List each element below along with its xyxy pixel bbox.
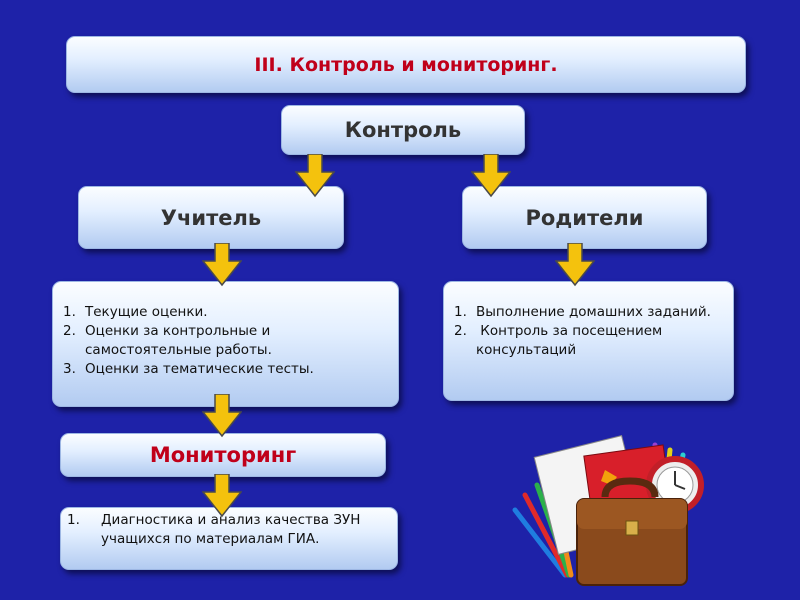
down-arrow-icon <box>202 394 242 438</box>
list-number: 3. <box>57 360 85 379</box>
list-number: 1. <box>448 303 476 322</box>
list-item-text: Оценки за тематические тесты. <box>85 360 390 379</box>
down-arrow-icon <box>555 243 595 287</box>
down-arrow-icon <box>202 474 242 518</box>
parents-list: 1. Выполнение домашних заданий. 2. Контр… <box>448 303 715 360</box>
list-item-text: Выполнение домашних заданий. <box>476 303 715 322</box>
control-label: Контроль <box>345 118 461 142</box>
parents-list-box: 1. Выполнение домашних заданий. 2. Контр… <box>443 281 734 401</box>
list-item: 1. Выполнение домашних заданий. <box>448 303 715 322</box>
list-number: 1. <box>57 303 85 322</box>
school-supplies-illustration <box>505 425 735 590</box>
monitoring-label: Мониторинг <box>150 443 296 467</box>
list-number: 2. <box>57 322 85 360</box>
monitoring-box: Мониторинг <box>60 433 386 477</box>
teacher-list-box: 1. Текущие оценки. 2. Оценки за контроль… <box>52 281 399 407</box>
teacher-label: Учитель <box>161 206 261 230</box>
page-title: III. Контроль и мониторинг. <box>254 54 557 76</box>
title-box: III. Контроль и мониторинг. <box>66 36 746 93</box>
list-item: 2. Оценки за контрольные и самостоятельн… <box>57 322 390 360</box>
list-item-text: Диагностика и анализ качества ЗУН учащих… <box>101 511 389 549</box>
list-item-text: Текущие оценки. <box>85 303 390 322</box>
list-item-text: Контроль за посещением консультаций <box>476 322 715 360</box>
list-number: 1. <box>61 511 101 549</box>
list-item: 2. Контроль за посещением консультаций <box>448 322 715 360</box>
list-number: 2. <box>448 322 476 360</box>
list-item: 3. Оценки за тематические тесты. <box>57 360 390 379</box>
down-arrow-icon <box>202 243 242 287</box>
control-box: Контроль <box>281 105 525 155</box>
parents-label: Родители <box>525 206 643 230</box>
teacher-list: 1. Текущие оценки. 2. Оценки за контроль… <box>57 303 390 379</box>
list-item-text: Оценки за контрольные и самостоятельные … <box>85 322 390 360</box>
down-arrow-icon <box>471 154 511 198</box>
down-arrow-icon <box>295 154 335 198</box>
list-item: 1. Текущие оценки. <box>57 303 390 322</box>
